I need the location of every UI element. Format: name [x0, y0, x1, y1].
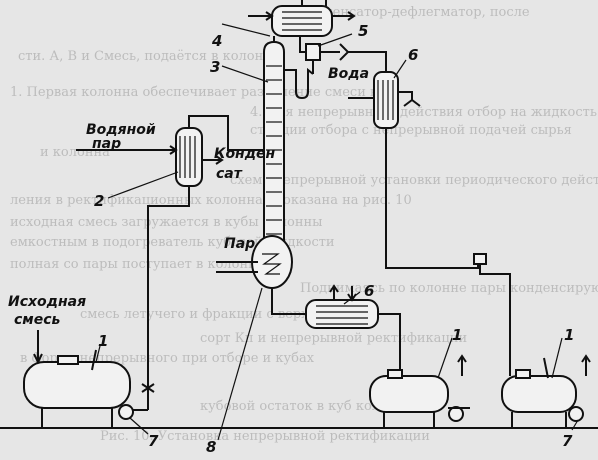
callout-7-left: 7 — [148, 432, 159, 450]
feed-pump — [118, 383, 155, 420]
bg-line: Рис. 10. Установка непрерывной ректифика… — [100, 429, 430, 444]
condensate-label-line1: Конден — [214, 146, 276, 162]
callout-2: 2 — [94, 192, 104, 210]
distillate-cooler — [348, 71, 511, 376]
bg-line: емкостным в подогреватель кубовой жидкос… — [10, 235, 335, 250]
callout-1-middle: 1 — [452, 326, 462, 344]
condensate-label-line2: сат — [216, 166, 243, 182]
reflux-divider — [284, 36, 387, 100]
callout-3: 3 — [210, 58, 220, 76]
bg-line: 1. Первая колонна обеспечивает разделени… — [10, 85, 387, 100]
feed-label-line2: смесь — [14, 312, 61, 328]
callout-4: 4 — [211, 32, 222, 50]
bottoms-cooler — [271, 284, 401, 376]
bg-line: ления в ректификационных колоннах показа… — [10, 193, 412, 208]
bg-line: и колонна — [40, 145, 110, 160]
bg-line: сти. А, В и Смесь, подаётся в колонну — [18, 49, 280, 64]
callout-7-right: 7 — [562, 432, 573, 450]
bg-line: Поднимаясь по колонне пары конденсируютс… — [300, 281, 598, 296]
bg-line: 4. Для непрерывного действия отбор на жи… — [250, 105, 598, 120]
bg-line: конденсатор-дефлегматор, после — [300, 5, 530, 20]
feed-heater — [76, 115, 264, 410]
bg-line: исходная смесь загружается в кубы колонн… — [10, 215, 323, 230]
bg-line: кубовой остаток в куб колонны — [200, 399, 416, 414]
feed-tank — [23, 330, 148, 428]
water-label: Вода — [328, 66, 369, 82]
bg-line: сорт Кп и непрерывной ректификации — [200, 331, 467, 346]
callout-6-bottom: 6 — [364, 282, 374, 300]
callout-5: 5 — [358, 22, 368, 40]
dephlegmator-condenser — [248, 0, 356, 37]
steam-inlet-label: Пар — [224, 236, 255, 252]
bg-line: схема непрерывной установки периодическо… — [230, 173, 598, 188]
leader-lines — [95, 23, 579, 441]
column-trays — [266, 65, 282, 235]
distillate-tank — [501, 354, 591, 428]
callout-1-left: 1 — [98, 332, 108, 350]
steam-label-line2: пар — [92, 136, 121, 152]
steam-label-line1: Водяной — [86, 122, 156, 138]
bg-line: полная со пары поступает в колонну — [10, 257, 265, 272]
callout-8: 8 — [206, 438, 216, 456]
bottoms-tank — [369, 354, 470, 428]
bg-line: станции отбора с непрерывной подачей сыр… — [250, 123, 572, 138]
callout-6-top: 6 — [408, 46, 418, 64]
callout-1-right: 1 — [564, 326, 574, 344]
feed-label-line1: Исходная — [8, 294, 86, 310]
